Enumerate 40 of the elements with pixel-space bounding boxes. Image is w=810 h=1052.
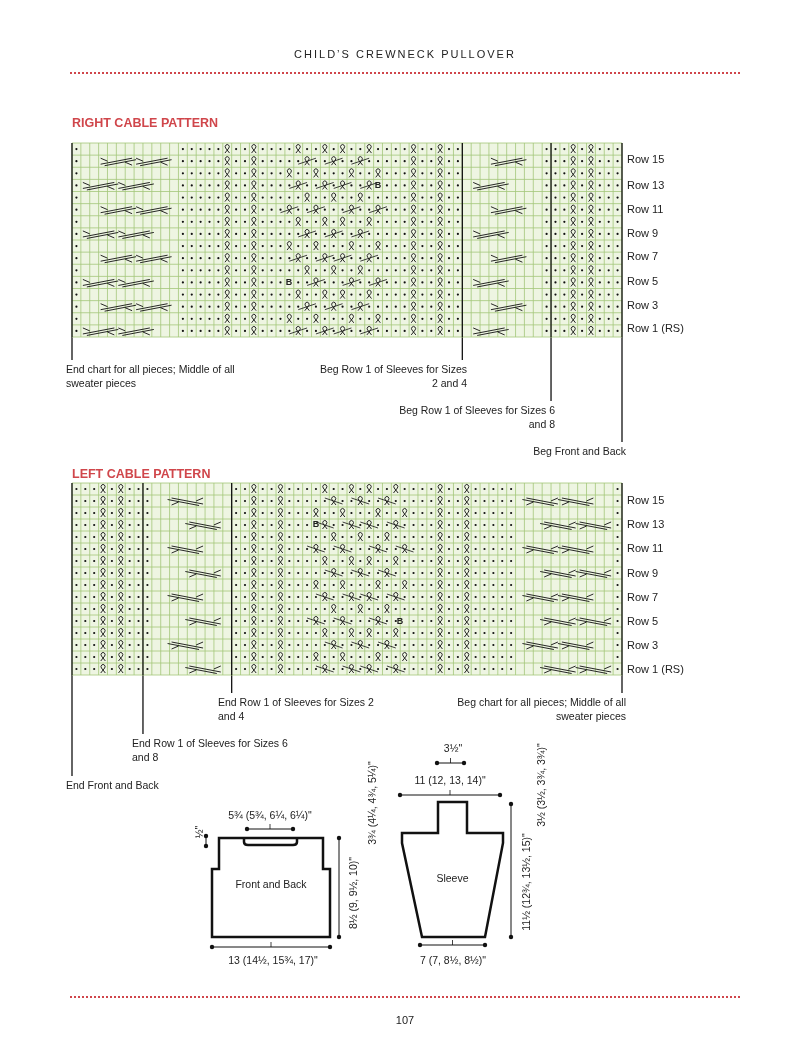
leader-line [621, 336, 623, 443]
stitch-symbol: B [374, 180, 382, 190]
leader-line [550, 336, 552, 402]
chart-note: Beg chart for all pieces; Middle of all sweater pieces [430, 695, 626, 723]
stitch-symbol: B [285, 277, 293, 287]
chart-note: Beg Row 1 of Sleeves for Sizes 6 and 8 [398, 403, 555, 431]
row-number: Row 1 (RS) [627, 663, 684, 675]
dimension-label: 3½ (3½, 3¾, 3¾)" [535, 743, 547, 827]
knitting-chart-drawing [72, 483, 622, 675]
dimension-label: 8½ (9, 9½, 10)" [347, 857, 359, 929]
dimension-label: ½" [193, 825, 205, 839]
dimension-label: 7 (7, 8½, 8½)" [419, 954, 487, 966]
dimension-label: 11½ (12¾, 13½, 15)" [520, 833, 532, 931]
row-number: Row 1 (RS) [627, 322, 684, 334]
leader-line [231, 674, 233, 694]
chart-note: End Row 1 of Sleeves for Sizes 2 and 4 [218, 695, 378, 723]
leader-line [71, 674, 73, 777]
dimension-label: 13 (14½, 15¾, 17)" [228, 954, 318, 966]
running-header: CHILD’S CREWNECK PULLOVER [293, 48, 517, 60]
dimension-label: 3½" [443, 742, 463, 754]
knitting-chart-drawing [72, 143, 622, 337]
leader-line [142, 674, 144, 735]
chart-note: Beg Front and Back [500, 444, 626, 458]
piece-label: Front and Back [234, 878, 308, 890]
chart-note: End Front and Back [66, 778, 196, 792]
piece-label: Sleeve [435, 872, 470, 884]
leader-line [71, 336, 73, 361]
chart-note: End chart for all pieces; Middle of all sweater pieces [66, 362, 256, 390]
leader-line [461, 336, 463, 361]
stitch-symbol: B [396, 616, 404, 626]
stitch-symbol: B [312, 519, 320, 529]
chart-note: Beg Row 1 of Sleeves for Sizes 2 and 4 [312, 362, 467, 390]
leader-line [621, 674, 623, 694]
section-heading: LEFT CABLE PATTERN [72, 467, 211, 481]
dimension-label: 5¾ (5¾, 6¼, 6¼)" [228, 809, 312, 821]
page-number: 107 [395, 1014, 415, 1026]
chart-note: End Row 1 of Sleeves for Sizes 6 and 8 [132, 736, 292, 764]
dimension-label: 3¾ (4¼, 4¾, 5¼)" [366, 761, 378, 845]
section-heading: RIGHT CABLE PATTERN [72, 116, 219, 130]
dimension-label: 11 (12, 13, 14)" [414, 774, 486, 786]
